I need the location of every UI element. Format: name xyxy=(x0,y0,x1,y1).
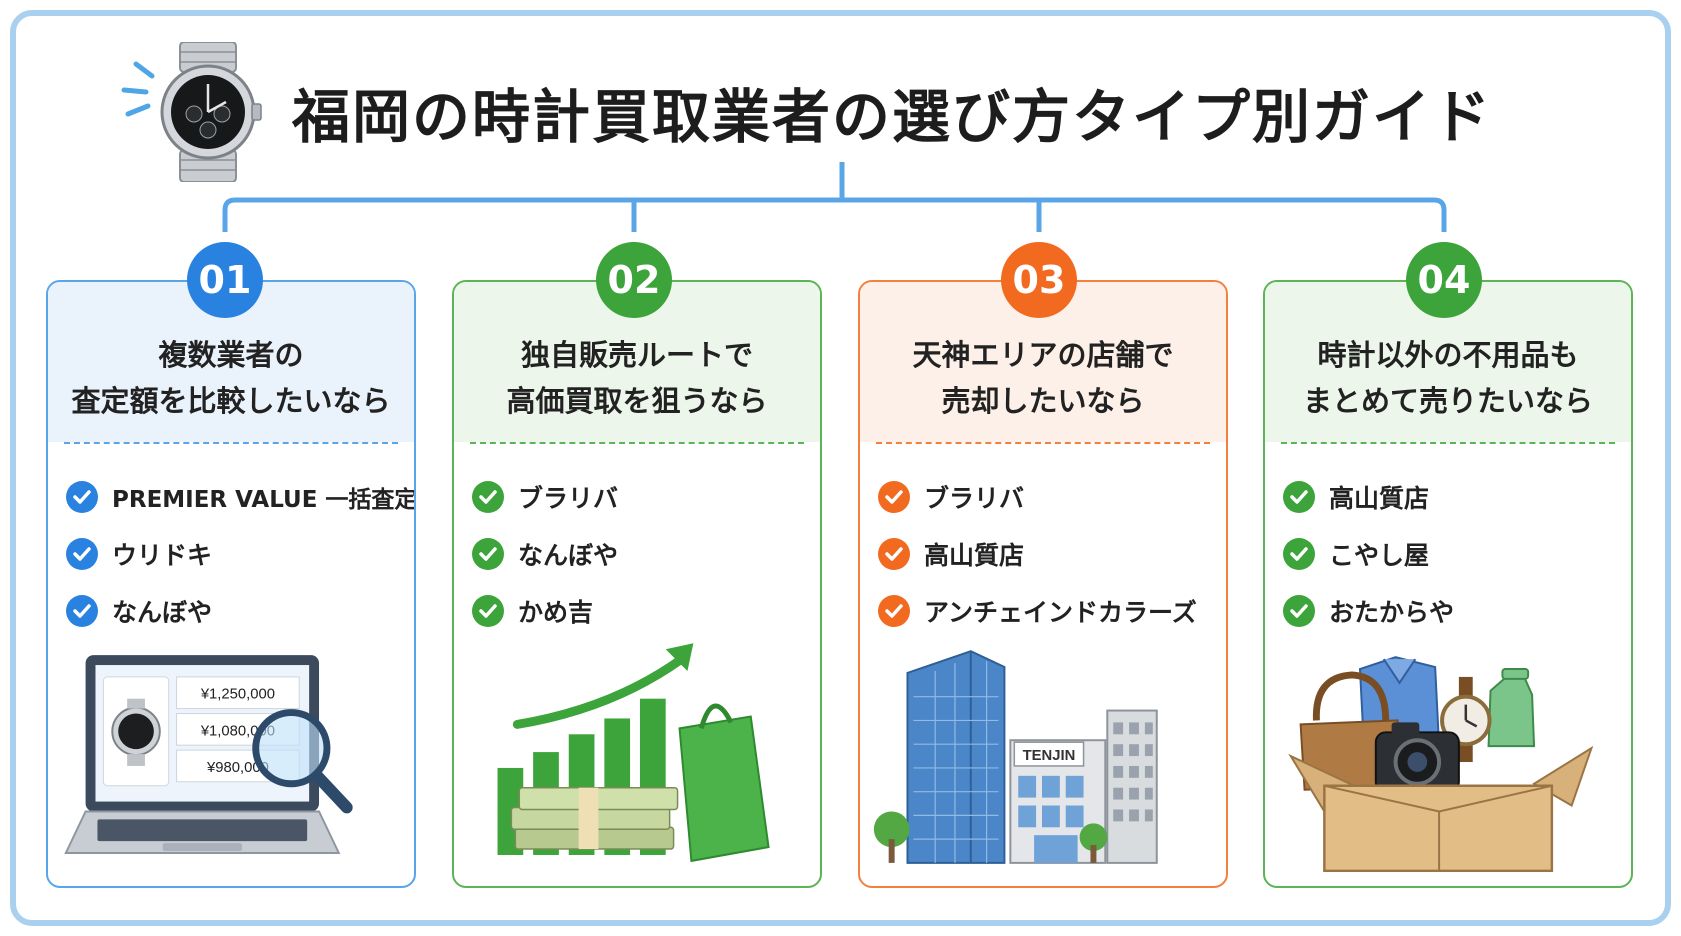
watch-illustration xyxy=(118,41,268,183)
badge-01: 01 xyxy=(187,242,263,318)
price-text: ¥1,250,000 xyxy=(200,687,275,703)
vendor-name: アンチェインドカラーズ xyxy=(924,597,1197,627)
vendor-name: 高山質店 xyxy=(1329,483,1430,513)
card-title: 天神エリアの店舗で 売却したいなら xyxy=(860,332,1226,424)
vendor-name: なんぼや xyxy=(112,597,213,627)
check-icon xyxy=(66,537,98,570)
card-title-line: 複数業者の xyxy=(158,338,304,372)
card-comparison: 複数業者の 査定額を比較したいなら PREMIER VALUE 一括査定 ウリド… xyxy=(46,280,416,888)
vendor-name: ブラリバ xyxy=(518,483,619,513)
vendor-name: PREMIER VALUE 一括査定 xyxy=(112,486,416,513)
divider xyxy=(470,442,804,444)
vendor-name: ウリドキ xyxy=(112,540,213,570)
laptop-price-comparison-illustration: ¥1,250,000 ¥1,080,000 ¥980,000 xyxy=(64,655,353,854)
vendor-name: なんぼや xyxy=(518,540,619,570)
price-text: ¥980,000 xyxy=(206,760,269,776)
divider xyxy=(876,442,1210,444)
vendor-name: かめ吉 xyxy=(518,597,594,627)
list-item: 高山質店 xyxy=(878,525,1218,582)
list-item: PREMIER VALUE 一括査定 xyxy=(66,468,414,525)
list-item: おたからや xyxy=(1283,582,1623,639)
header: 福岡の時計買取業者の選び方タイプ別ガイド xyxy=(0,0,1681,183)
list-item: ブラリバ xyxy=(472,468,812,525)
box-of-items-illustration xyxy=(1288,656,1594,873)
vendor-name: こやし屋 xyxy=(1329,540,1430,570)
vendor-name: ブラリバ xyxy=(924,483,1025,513)
badge-02: 02 xyxy=(596,242,672,318)
check-icon xyxy=(472,537,504,570)
card-title-line: 高価買取を狙うなら xyxy=(506,384,768,418)
list-item: 高山質店 xyxy=(1283,468,1623,525)
check-icon xyxy=(1283,537,1315,570)
page-title: 福岡の時計買取業者の選び方タイプ別ガイド xyxy=(292,83,1493,151)
badge-03: 03 xyxy=(1001,242,1077,318)
card-title-line: 独自販売ルートで xyxy=(520,338,753,372)
check-icon xyxy=(66,480,98,513)
check-icon xyxy=(878,480,910,513)
divider xyxy=(1281,442,1615,444)
card-high-price: 独自販売ルートで 高価買取を狙うなら ブラリバ なんぼや かめ吉 xyxy=(452,280,822,888)
card-title: 独自販売ルートで 高価買取を狙うなら xyxy=(454,332,820,424)
list-item: かめ吉 xyxy=(472,582,812,639)
check-icon xyxy=(1283,594,1315,627)
divider xyxy=(64,442,398,444)
card-title-line: 査定額を比較したいなら xyxy=(71,384,391,418)
vendor-name: おたからや xyxy=(1329,597,1455,627)
check-icon xyxy=(472,594,504,627)
list-item: ウリドキ xyxy=(66,525,406,582)
list-item: こやし屋 xyxy=(1283,525,1623,582)
tenjin-buildings-illustration: TENJIN xyxy=(873,650,1158,864)
card-title: 時計以外の不用品も まとめて売りたいなら xyxy=(1265,332,1631,424)
vendor-list: ブラリバ なんぼや かめ吉 xyxy=(472,468,812,639)
check-icon xyxy=(472,480,504,513)
vendor-list: ブラリバ 高山質店 アンチェインドカラーズ xyxy=(878,468,1218,639)
card-title-line: 時計以外の不用品も xyxy=(1317,338,1579,372)
card-title: 複数業者の 査定額を比較したいなら xyxy=(48,332,414,424)
badge-04: 04 xyxy=(1406,242,1482,318)
card-tenjin-store: 天神エリアの店舗で 売却したいなら ブラリバ 高山質店 アンチェインドカラーズ xyxy=(858,280,1228,888)
list-item: アンチェインドカラーズ xyxy=(878,582,1218,639)
check-icon xyxy=(878,537,910,570)
vendor-list: 高山質店 こやし屋 おたからや xyxy=(1283,468,1623,639)
check-icon xyxy=(66,594,98,627)
list-item: ブラリバ xyxy=(878,468,1218,525)
list-item: なんぼや xyxy=(66,582,406,639)
building-sign: TENJIN xyxy=(1023,748,1076,764)
growth-chart-money-bag-illustration xyxy=(497,643,770,863)
list-item: なんぼや xyxy=(472,525,812,582)
card-title-line: 売却したいなら xyxy=(941,384,1145,418)
card-title-line: 天神エリアの店舗で xyxy=(912,338,1174,372)
card-bulk-items: 時計以外の不用品も まとめて売りたいなら 高山質店 こやし屋 おたからや xyxy=(1263,280,1633,888)
card-title-line: まとめて売りたいなら xyxy=(1302,384,1593,418)
check-icon xyxy=(1283,480,1315,513)
vendor-name: 高山質店 xyxy=(924,540,1025,570)
check-icon xyxy=(878,594,910,627)
vendor-list: PREMIER VALUE 一括査定 ウリドキ なんぼや xyxy=(66,468,414,639)
